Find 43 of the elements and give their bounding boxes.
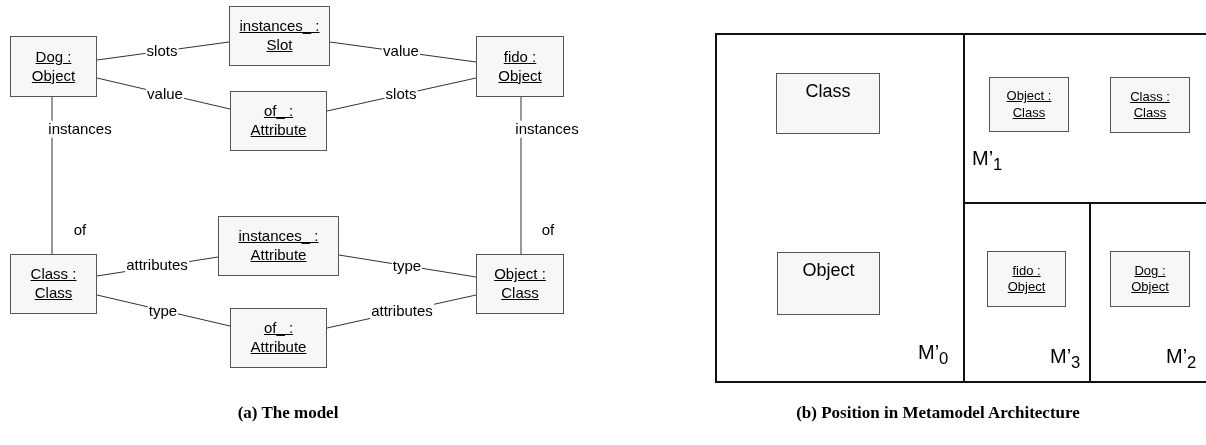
object-box	[10, 36, 97, 97]
object-box	[10, 254, 97, 314]
layer-label: M’$_{2}$	[1166, 346, 1197, 372]
object-name: Dog : Object	[1130, 262, 1170, 296]
layer-label: M’$_{3}$	[1050, 346, 1081, 372]
object-name: instances_ : Slot	[238, 17, 321, 55]
layer-label: M’$_{1}$	[972, 148, 1003, 174]
object-box	[476, 254, 564, 314]
layer-region	[715, 33, 965, 383]
role-label: instances	[514, 120, 580, 138]
class-box	[776, 73, 880, 134]
role-label: attributes	[125, 256, 189, 274]
class-box	[777, 252, 880, 315]
figure-caption: (b) Position in Metamodel Architecture	[796, 403, 1080, 423]
object-name: of_ : Attribute	[249, 319, 308, 357]
role-label: of	[541, 220, 555, 238]
object-box	[230, 91, 327, 151]
object-name: of_ : Attribute	[249, 102, 308, 140]
object-box	[476, 36, 564, 97]
object-box	[989, 77, 1069, 132]
object-box	[218, 216, 339, 276]
role-label: instances	[47, 120, 113, 138]
object-name: Class : Class	[1129, 88, 1171, 122]
figure-caption: (a) The model	[237, 403, 339, 423]
role-label: attributes	[370, 302, 434, 320]
object-box	[1110, 251, 1190, 307]
object-name: Object : Class	[1005, 88, 1053, 121]
object-name: Class : Class	[29, 265, 78, 303]
association-line	[51, 96, 53, 255]
object-name: Object	[802, 259, 855, 282]
object-name: fido : Object	[1006, 262, 1047, 296]
object-name: Object : Class	[493, 265, 547, 303]
object-name: fido : Object	[497, 47, 543, 86]
object-name: instances_ : Attribute	[237, 227, 320, 265]
object-name: Class	[805, 80, 851, 103]
object-box	[230, 308, 327, 368]
association-line	[520, 96, 522, 255]
role-label: of	[73, 220, 87, 238]
object-name: Dog : Object	[30, 47, 77, 86]
object-box	[1110, 77, 1190, 133]
layer-label: M’$_{0}$	[918, 342, 949, 368]
object-box	[229, 6, 330, 66]
object-box	[987, 251, 1066, 307]
